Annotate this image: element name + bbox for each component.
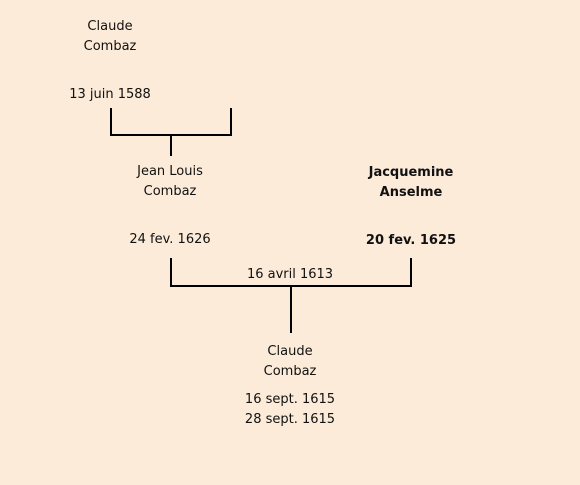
grandparent-last-name: Combaz (83, 39, 137, 54)
top-connector-right-arm (230, 108, 232, 136)
child-first-name: Claude (267, 344, 313, 359)
grandparent-death-date: 13 juin 1588 (69, 87, 151, 102)
mother-death-date: 20 fev. 1625 (365, 233, 457, 248)
marriage-connector-left-arm (170, 258, 172, 287)
grandparent-first-name: Claude (87, 19, 133, 34)
child-last-name: Combaz (263, 364, 317, 379)
father-last-name: Combaz (143, 184, 197, 199)
father-first-name: Jean Louis (137, 164, 203, 179)
top-connector-stem (170, 134, 172, 156)
father-death-date: 24 fev. 1626 (129, 232, 211, 247)
child-birth-date: 16 sept. 1615 (244, 392, 336, 407)
marriage-connector-stem (290, 285, 292, 333)
child-baptism-date: 28 sept. 1615 (244, 412, 336, 427)
marriage-date: 16 avril 1613 (246, 267, 334, 282)
marriage-connector-right-arm (410, 258, 412, 287)
mother-last-name: Anselme (379, 185, 443, 200)
top-connector-left-arm (110, 108, 112, 136)
mother-first-name: Jacquemine (368, 165, 454, 180)
